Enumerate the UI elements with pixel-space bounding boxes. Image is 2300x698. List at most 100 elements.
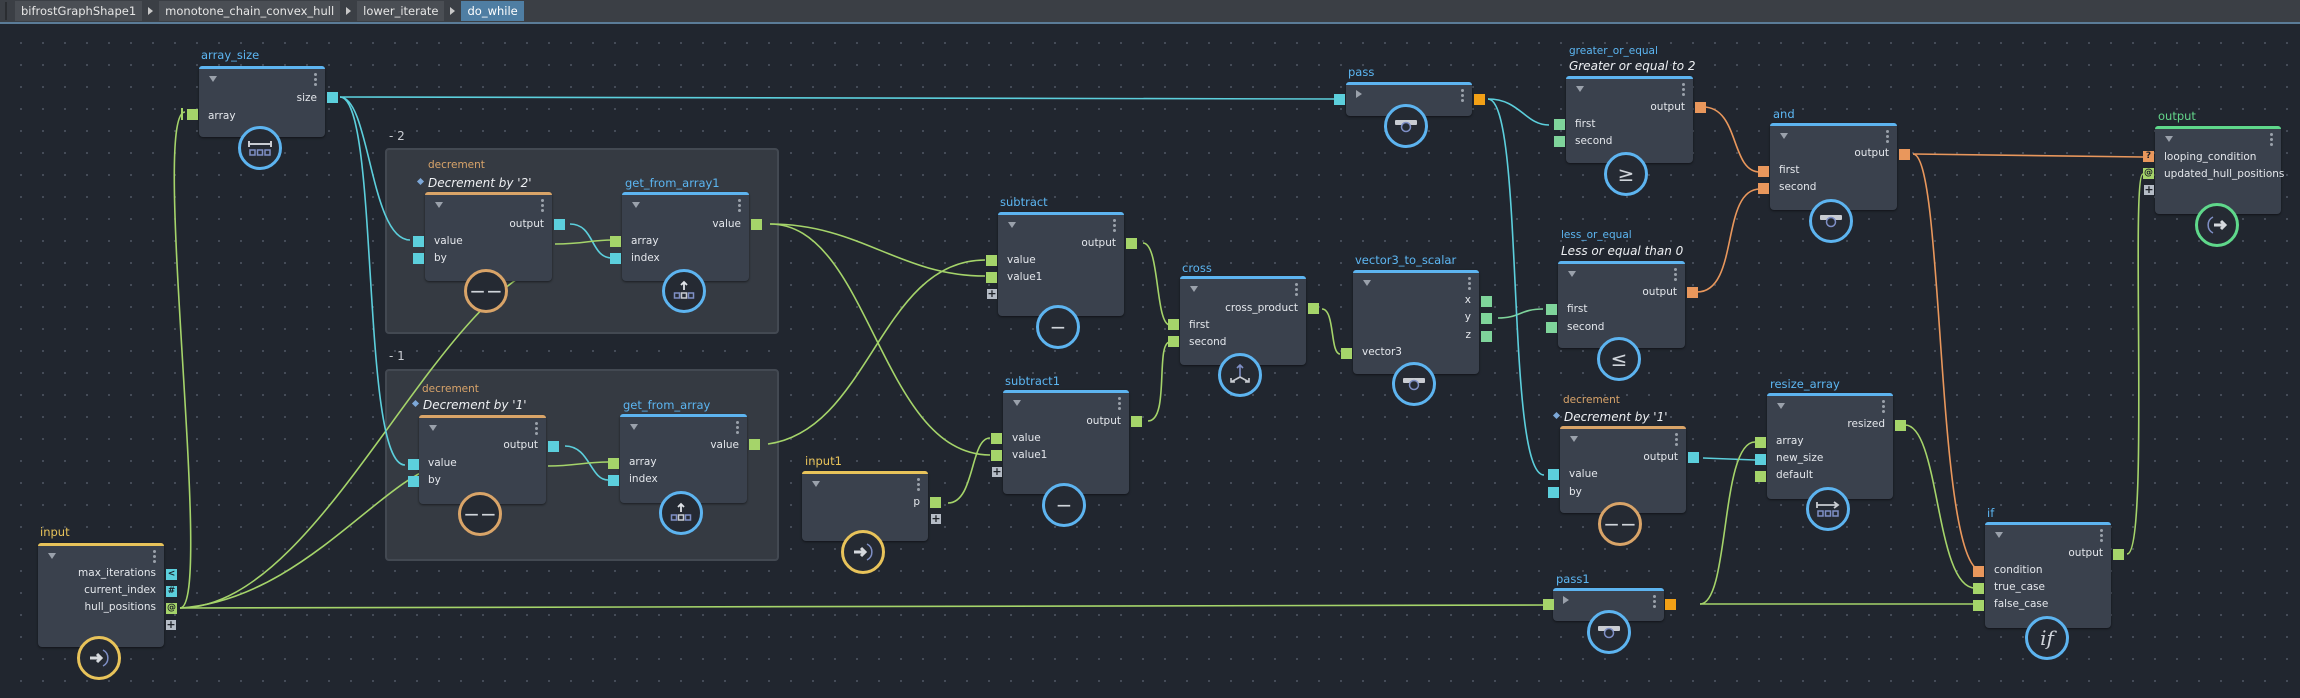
output-port-output[interactable] (1899, 149, 1910, 160)
breadcrumb-item-graph-shape[interactable]: bifrostGraphShape1 (15, 1, 143, 21)
node-menu-icon[interactable] (1653, 595, 1656, 610)
node-output[interactable]: looping_condition updated_hull_positions (2155, 126, 2284, 214)
collapse-icon[interactable] (435, 202, 443, 208)
input-port-first[interactable] (1554, 119, 1565, 130)
input-port-true-case[interactable] (1973, 583, 1984, 594)
input-port-by[interactable] (1548, 487, 1559, 498)
collapse-icon[interactable] (1363, 280, 1371, 286)
output-port-y[interactable] (1481, 313, 1492, 324)
output-port-output[interactable] (1131, 416, 1142, 427)
collapse-icon[interactable] (1008, 222, 1016, 228)
collapse-icon[interactable] (209, 76, 217, 82)
input-port-value[interactable] (991, 433, 1002, 444)
output-port-output[interactable] (1695, 102, 1706, 113)
collapse-icon[interactable] (630, 424, 638, 430)
input-port-second[interactable] (1758, 183, 1769, 194)
input-port-first[interactable] (1758, 166, 1769, 177)
node-menu-icon[interactable] (314, 73, 317, 88)
collapse-icon[interactable] (632, 202, 640, 208)
input-port-second[interactable] (1168, 336, 1179, 347)
output-port-current-index[interactable]: # (166, 586, 177, 597)
node-array-size[interactable]: size array (199, 66, 325, 137)
output-port-cross-product[interactable] (1308, 303, 1319, 314)
add-port-button[interactable]: + (987, 287, 997, 300)
node-menu-icon[interactable] (1461, 89, 1464, 104)
input-port-default[interactable] (1755, 471, 1766, 482)
add-port-button[interactable]: + (992, 465, 1002, 478)
graph-canvas[interactable] (0, 24, 2300, 698)
node-menu-icon[interactable] (1675, 433, 1678, 448)
input-port-index[interactable] (610, 253, 621, 264)
input-port-first[interactable] (1168, 319, 1179, 330)
input-port-index[interactable] (608, 475, 619, 486)
breadcrumb-item-compound[interactable]: monotone_chain_convex_hull (159, 1, 341, 21)
node-subtract1[interactable]: output value value1 (1003, 390, 1129, 494)
node-menu-icon[interactable] (1118, 397, 1121, 412)
node-and[interactable]: output first second (1770, 123, 1897, 210)
collapse-icon[interactable] (2165, 136, 2173, 142)
collapse-icon[interactable] (1190, 286, 1198, 292)
output-port-output[interactable] (1687, 287, 1698, 298)
node-decrement-2[interactable]: output value by (425, 192, 552, 281)
output-port-size[interactable] (327, 92, 338, 103)
input-port-new-size[interactable] (1755, 454, 1766, 465)
breadcrumb-item-current[interactable]: do_while (461, 1, 524, 21)
output-port-output[interactable] (2113, 549, 2124, 560)
node-menu-icon[interactable] (1682, 83, 1685, 98)
node-menu-icon[interactable] (1468, 277, 1471, 292)
output-port-z[interactable] (1481, 331, 1492, 342)
output-port-x[interactable] (1481, 296, 1492, 307)
node-decrement-1[interactable]: output value by (419, 415, 546, 504)
node-menu-icon[interactable] (535, 422, 538, 437)
breadcrumb-item-iterate[interactable]: lower_iterate (357, 1, 445, 21)
output-port-value[interactable] (749, 439, 760, 450)
collapse-icon[interactable] (429, 425, 437, 431)
output-port-max-iterations[interactable]: < (166, 569, 177, 580)
output-port-output[interactable] (554, 219, 565, 230)
node-vector3-to-scalar[interactable]: x y z vector3 (1353, 270, 1479, 374)
output-port-value[interactable] (751, 219, 762, 230)
node-menu-icon[interactable] (736, 421, 739, 436)
input-port[interactable] (1334, 94, 1345, 105)
node-subtract[interactable]: output value value1 (998, 212, 1124, 316)
output-port-hull-positions[interactable]: @ (166, 603, 177, 614)
expand-icon[interactable] (1563, 596, 1569, 604)
input-port-by[interactable] (413, 253, 424, 264)
node-if[interactable]: output condition true_case false_case (1985, 522, 2111, 628)
input-port-value1[interactable] (991, 450, 1002, 461)
input-port-vector3[interactable] (1341, 348, 1352, 359)
node-menu-icon[interactable] (1882, 400, 1885, 415)
input-port-array[interactable] (1755, 437, 1766, 448)
node-cross[interactable]: cross_product first second (1180, 276, 1306, 365)
input-port-value[interactable] (408, 459, 419, 470)
collapse-icon[interactable] (1568, 271, 1576, 277)
node-menu-icon[interactable] (541, 199, 544, 214)
input-port-condition[interactable] (1973, 566, 1984, 577)
output-port-output[interactable] (1126, 238, 1137, 249)
input-port-value[interactable] (413, 236, 424, 247)
collapse-icon[interactable] (812, 481, 820, 487)
input-port-array[interactable] (187, 109, 198, 120)
output-port-output[interactable] (1688, 452, 1699, 463)
input-port-second[interactable] (1546, 322, 1557, 333)
node-input1[interactable]: p (802, 471, 928, 541)
node-menu-icon[interactable] (1674, 268, 1677, 283)
collapse-icon[interactable] (48, 553, 56, 559)
collapse-icon[interactable] (1995, 532, 2003, 538)
output-port-resized[interactable] (1895, 420, 1906, 431)
collapse-icon[interactable] (1576, 86, 1584, 92)
input-port-array[interactable] (610, 236, 621, 247)
output-port[interactable] (1474, 94, 1485, 105)
input-port-looping-condition[interactable]: ? (2143, 151, 2154, 162)
collapse-icon[interactable] (1780, 133, 1788, 139)
node-menu-icon[interactable] (2270, 133, 2273, 148)
input-port-updated-hull-positions[interactable]: @ (2143, 168, 2154, 179)
node-resize-array[interactable]: resized array new_size default (1767, 393, 1893, 499)
node-menu-icon[interactable] (738, 199, 741, 214)
input-port-first[interactable] (1546, 304, 1557, 315)
input-port-second[interactable] (1554, 136, 1565, 147)
node-greater-or-equal[interactable]: output first second (1566, 76, 1693, 163)
expand-icon[interactable] (1356, 90, 1362, 98)
collapse-icon[interactable] (1777, 403, 1785, 409)
input-port-array[interactable] (608, 458, 619, 469)
